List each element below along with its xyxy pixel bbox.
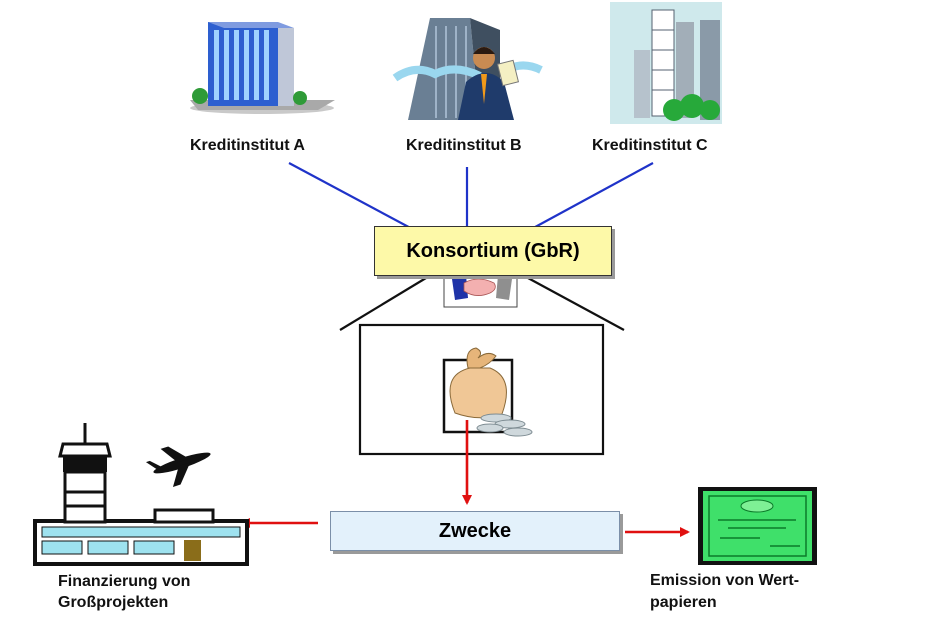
- money-bag-icon: [442, 347, 533, 437]
- outcome-right-line2: papieren: [650, 594, 717, 611]
- consortium-label: Konsortium (GbR): [406, 239, 580, 262]
- certificate-icon: [698, 487, 817, 565]
- link-bank-a: [288, 162, 419, 233]
- bank-b-label: Kreditinstitut B: [406, 137, 522, 154]
- outcome-right-label: Emission von Wert- papieren: [650, 570, 799, 614]
- outcome-left-line2: Großprojekten: [58, 594, 169, 611]
- link-bank-c: [525, 162, 654, 233]
- purpose-label: Zwecke: [438, 519, 512, 542]
- roof-right: [527, 277, 625, 331]
- purpose-box: Zwecke: [330, 511, 620, 551]
- outcome-left-line1: Finanzierung von: [58, 573, 191, 590]
- businessman-skyscraper-icon: [392, 18, 543, 120]
- city-tower-icon: [610, 2, 722, 124]
- bank-c-label: Kreditinstitut C: [592, 137, 708, 154]
- airport-icon: [33, 423, 249, 566]
- consortium-box: Konsortium (GbR): [374, 226, 612, 276]
- office-building-icon: [190, 22, 335, 114]
- roof-left: [339, 277, 427, 331]
- bank-a-label: Kreditinstitut A: [190, 137, 305, 154]
- outcome-left-label: Finanzierung von Großprojekten: [58, 571, 190, 613]
- outcome-right-line1: Emission von Wert-: [650, 572, 800, 589]
